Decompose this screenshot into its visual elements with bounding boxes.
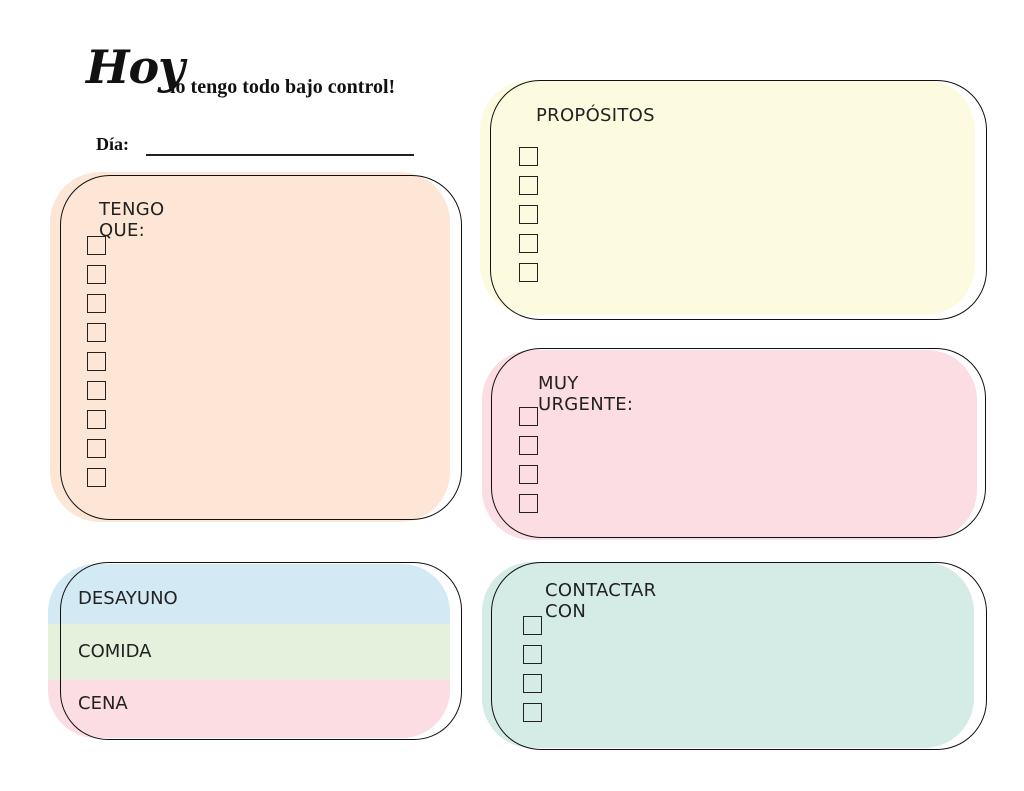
checkbox[interactable] bbox=[87, 294, 106, 313]
checkbox[interactable] bbox=[519, 494, 538, 513]
card-outline bbox=[60, 175, 462, 520]
checkbox[interactable] bbox=[87, 265, 106, 284]
card-title-muy-urgente: MUY URGENTE: bbox=[538, 373, 634, 415]
checkbox[interactable] bbox=[87, 468, 106, 487]
card-title-contactar-con: CONTACTAR CON bbox=[545, 580, 657, 622]
checkbox[interactable] bbox=[523, 674, 542, 693]
checkbox[interactable] bbox=[87, 439, 106, 458]
checkbox[interactable] bbox=[87, 381, 106, 400]
checklist-tengo-que bbox=[87, 236, 106, 497]
checkbox[interactable] bbox=[519, 436, 538, 455]
checklist-propositos bbox=[519, 147, 538, 292]
meal-label-desayuno: DESAYUNO bbox=[78, 588, 178, 609]
card-outline bbox=[491, 562, 987, 750]
card-fill bbox=[482, 562, 974, 748]
checkbox[interactable] bbox=[87, 236, 106, 255]
meal-band-comida bbox=[48, 624, 450, 680]
checkbox[interactable] bbox=[87, 410, 106, 429]
card-title-propositos: PROPÓSITOS bbox=[536, 105, 655, 126]
card-fill bbox=[482, 350, 977, 540]
checkbox[interactable] bbox=[523, 703, 542, 722]
card-outline bbox=[60, 562, 462, 740]
checklist-contactar-con bbox=[523, 616, 542, 732]
checkbox[interactable] bbox=[519, 147, 538, 166]
checkbox[interactable] bbox=[87, 323, 106, 342]
meal-label-comida: COMIDA bbox=[78, 641, 152, 662]
title-subtitle: lo tengo todo bajo control! bbox=[170, 76, 396, 98]
checkbox[interactable] bbox=[519, 263, 538, 282]
card-fill bbox=[480, 80, 975, 315]
checkbox[interactable] bbox=[519, 205, 538, 224]
checkbox[interactable] bbox=[523, 616, 542, 635]
meal-band-desayuno bbox=[48, 564, 450, 624]
card-outline bbox=[490, 80, 987, 320]
checklist-muy-urgente bbox=[519, 407, 538, 523]
checkbox[interactable] bbox=[519, 234, 538, 253]
title-hoy: Hoy bbox=[86, 40, 185, 94]
card-fill bbox=[50, 172, 450, 522]
day-label: Día: bbox=[96, 134, 129, 154]
checkbox[interactable] bbox=[519, 407, 538, 426]
card-title-tengo-que: TENGO QUE: bbox=[99, 199, 165, 241]
card-outline bbox=[491, 348, 986, 538]
meal-band-cena bbox=[48, 680, 450, 738]
checkbox[interactable] bbox=[519, 465, 538, 484]
day-input-line[interactable] bbox=[146, 154, 414, 156]
checkbox[interactable] bbox=[523, 645, 542, 664]
checkbox[interactable] bbox=[519, 176, 538, 195]
meal-label-cena: CENA bbox=[78, 693, 128, 714]
checkbox[interactable] bbox=[87, 352, 106, 371]
